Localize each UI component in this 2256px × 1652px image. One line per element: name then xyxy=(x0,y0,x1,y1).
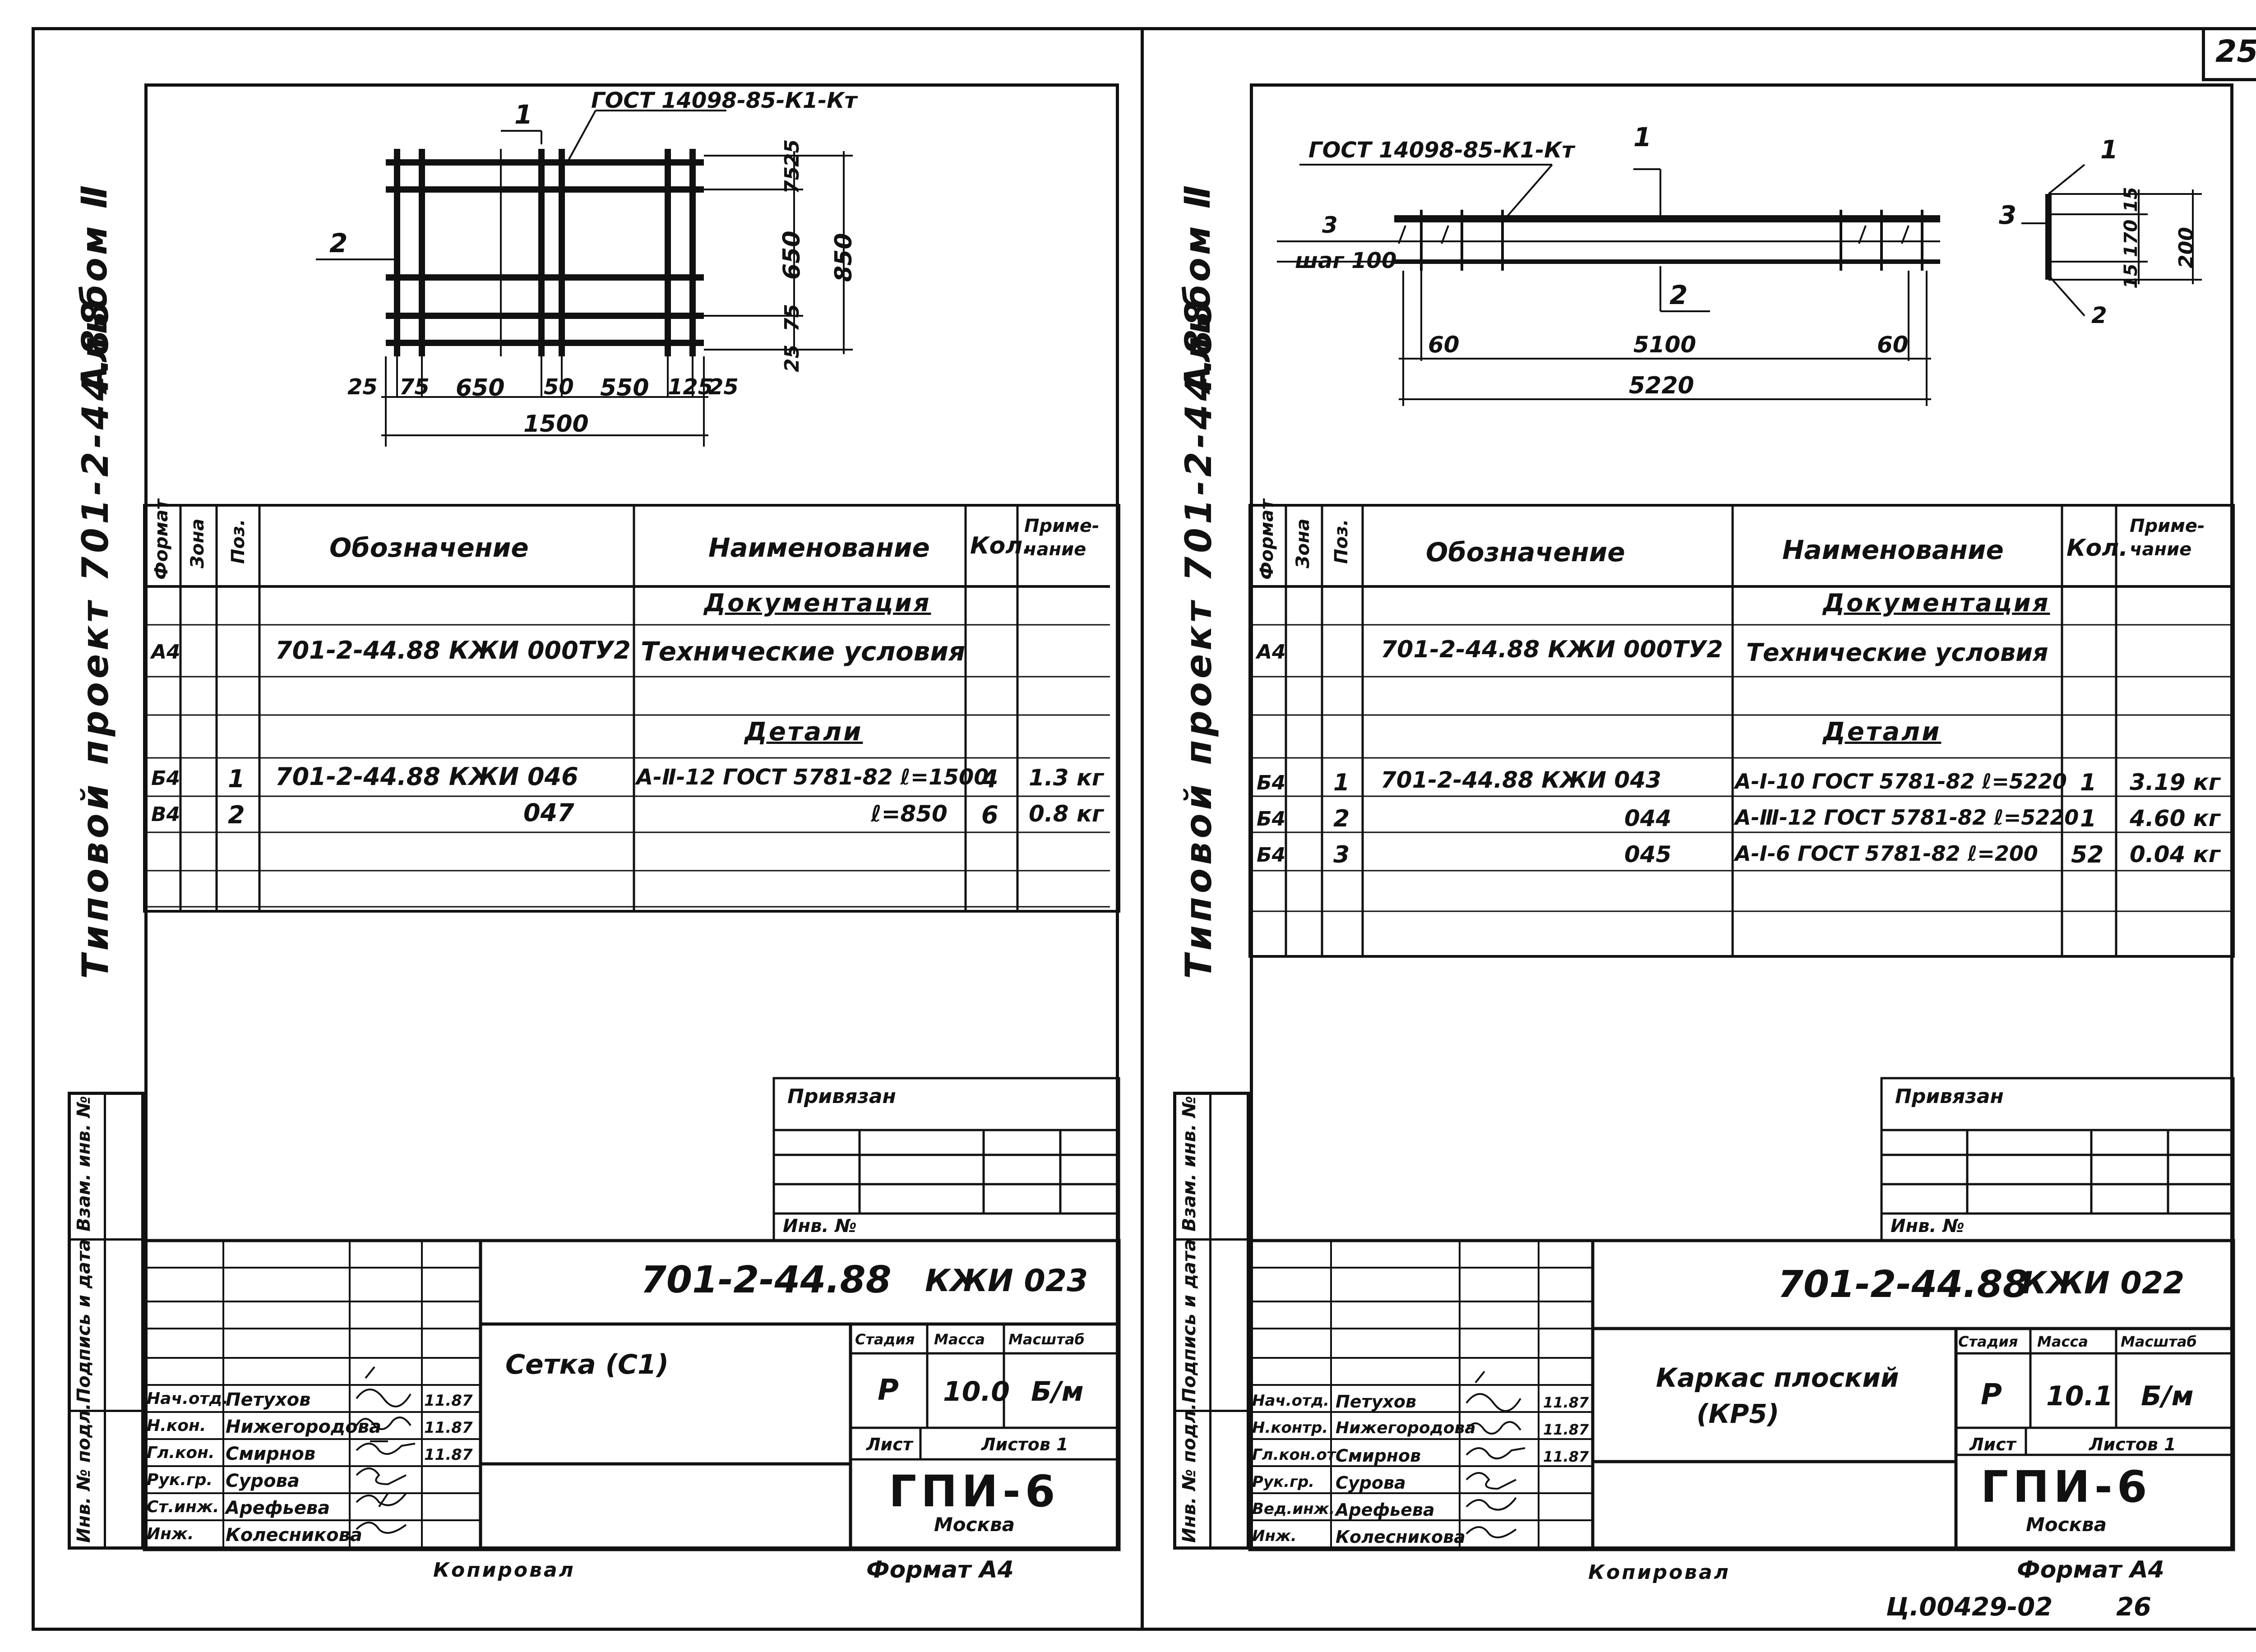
page-divider xyxy=(1141,27,1144,1631)
left-dim-total: 1500 xyxy=(523,411,589,438)
bottom-code: Ц.00429-02 xyxy=(1886,1592,2053,1622)
page-number: 25 xyxy=(2215,34,2256,69)
left-pos2-label: 2 xyxy=(329,228,348,258)
page-number-box xyxy=(2202,27,2256,81)
right-dim-total: 5220 xyxy=(1629,372,1694,399)
page-border xyxy=(32,27,2256,1631)
left-sheet-title: Сетка (С1) xyxy=(505,1349,669,1380)
left-gost-label: ГОСТ 14098-85-К1-Кт xyxy=(591,88,857,113)
bottom-page: 26 xyxy=(2116,1592,2151,1622)
left-pos1-label: 1 xyxy=(514,99,533,130)
right-org-logo: ГПИ-6 xyxy=(1981,1462,2152,1512)
left-org-logo: ГПИ-6 xyxy=(889,1466,1060,1517)
right-sheet-title: Каркас плоский xyxy=(1656,1362,1899,1393)
right-sheet-title2: (КР5) xyxy=(1697,1398,1780,1429)
